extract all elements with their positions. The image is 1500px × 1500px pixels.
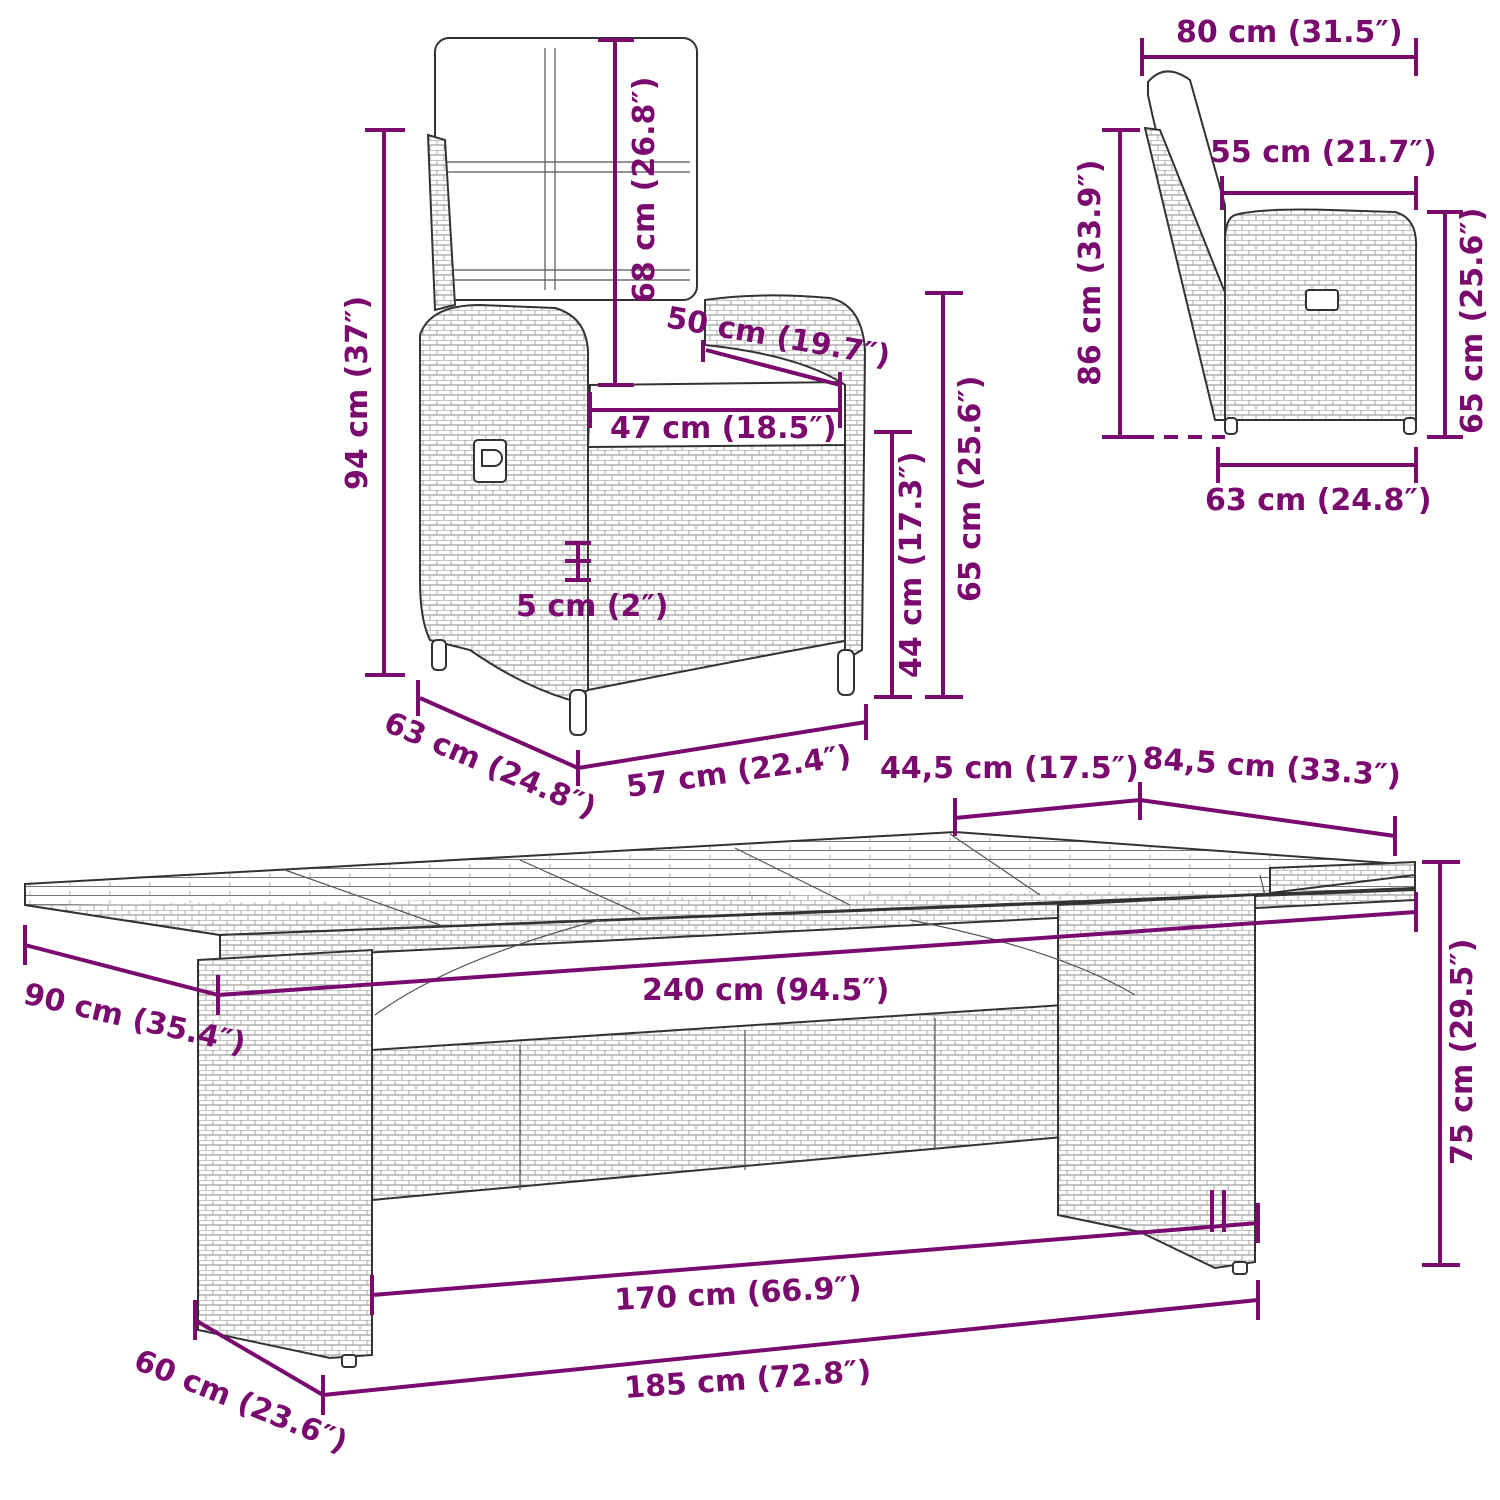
label-table-length: 240 cm (94.5″) [642, 973, 889, 1008]
label-table-height: 75 cm (29.5″) [1445, 938, 1480, 1165]
label-reclined-height: 86 cm (33.9″) [1073, 159, 1108, 386]
table-right-base [1057, 893, 1256, 1270]
chair-leg [431, 639, 447, 671]
table-foot [341, 1354, 357, 1368]
label-base-width: 60 cm (23.6″) [129, 1343, 352, 1460]
label-chair-width: 57 cm (22.4″) [624, 739, 853, 805]
label-seat-width: 47 cm (18.5″) [610, 411, 837, 446]
label-chair-height: 94 cm (37″) [340, 296, 375, 490]
chair-side-view [1143, 70, 1418, 435]
backrest-frame [426, 133, 457, 312]
seat-front-panel [587, 444, 852, 692]
label-top-section-2: 84,5 cm (33.3″) [1141, 741, 1402, 794]
label-side-seat-depth: 55 cm (21.7″) [1210, 135, 1437, 170]
chair-side-dimensions [1102, 38, 1463, 483]
side-seat-box [1224, 208, 1418, 421]
label-cushion-thickness: 5 cm (2″) [516, 589, 669, 624]
label-reclined-length: 80 cm (31.5″) [1176, 15, 1403, 50]
label-leg-clearance: 170 cm (66.9″) [614, 1270, 863, 1318]
table-foot [1232, 1261, 1248, 1275]
dining-table [24, 830, 1416, 1368]
label-armrest-height: 65 cm (25.6″) [953, 375, 988, 602]
chair-front-dimensions [365, 38, 963, 786]
chair-leg [569, 689, 587, 736]
side-leg [1403, 417, 1417, 435]
label-top-section-1: 44,5 cm (17.5″) [880, 751, 1139, 786]
label-backrest-height: 68 cm (26.8″) [627, 76, 662, 303]
label-side-depth: 63 cm (24.8″) [1205, 483, 1432, 518]
table-left-base [197, 948, 373, 1360]
chair-front-view [419, 37, 867, 736]
table-storage-panel [371, 998, 1141, 1202]
label-side-armrest-height: 65 cm (25.6″) [1455, 207, 1490, 434]
table-dimensions [23, 782, 1460, 1415]
chair-leg [837, 649, 855, 696]
side-recline-handle-icon [1305, 289, 1339, 311]
right-armrest [704, 294, 867, 662]
label-seat-height: 44 cm (17.3″) [894, 451, 929, 678]
side-leg [1224, 417, 1238, 435]
